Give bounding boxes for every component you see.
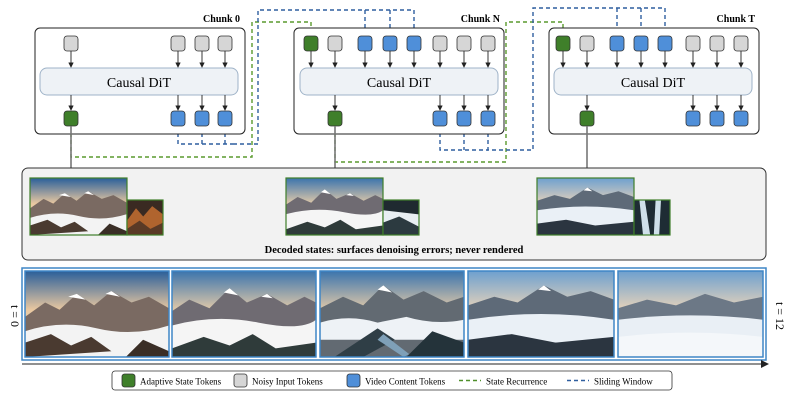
- output-token-0-1: [170, 110, 186, 127]
- decoded-thumbnail-n: [285, 177, 420, 236]
- chunk-n-panel: Chunk N Causal DiT: [293, 14, 505, 135]
- legend: Adaptive State Tokens Noisy Input Tokens V…: [111, 370, 673, 391]
- input-token-t-0: [555, 35, 571, 52]
- input-token-t-5: [685, 35, 701, 52]
- legend-label-1: Noisy Input Tokens: [252, 377, 323, 387]
- input-token-t-6: [709, 35, 725, 52]
- decoded-caption: Decoded states: surfaces denoising error…: [265, 245, 524, 256]
- output-frame-5: [617, 270, 764, 358]
- sliding-window-0-to-n: [233, 9, 419, 145]
- output-token-n-0: [327, 110, 343, 127]
- decoded-thumbnail-0: [29, 177, 164, 236]
- output-token-n-1: [432, 110, 448, 127]
- chunk-n-title: Chunk N: [461, 14, 501, 25]
- output-frame-2: [171, 270, 317, 358]
- legend-label-4: Sliding Window: [594, 377, 653, 387]
- input-token-n-3: [382, 35, 398, 52]
- decoded-states-panel: Decoded states: surfaces denoising error…: [21, 167, 767, 261]
- input-token-n-7: [480, 35, 496, 52]
- output-token-t-0: [579, 110, 595, 127]
- decoded-thumbnail-t: [536, 177, 671, 236]
- input-token-t-2: [609, 35, 625, 52]
- causal-dit-block-0: [39, 67, 239, 96]
- output-frame-3: [319, 270, 465, 358]
- causal-dit-block-n: [299, 67, 499, 96]
- input-token-0-2: [194, 35, 210, 52]
- input-token-n-1: [327, 35, 343, 52]
- input-token-0-3: [217, 35, 233, 52]
- output-token-t-1: [685, 110, 701, 127]
- causal-dit-label-n: Causal DiT: [367, 76, 432, 91]
- output-frame-1: [24, 270, 170, 358]
- input-token-t-7: [733, 35, 749, 52]
- time-start-label: t = 0: [8, 305, 22, 327]
- causal-dit-label-t: Causal DiT: [621, 76, 686, 91]
- sliding-window-n-to-t: [487, 7, 670, 151]
- chunk-0-panel: Chunk 0 Causal DiT: [34, 14, 246, 135]
- output-token-t-3: [733, 110, 749, 127]
- time-end-label: t = 12: [773, 302, 787, 330]
- chunk-t-panel: Chunk T Causal DiT: [548, 14, 760, 135]
- output-token-0-2: [194, 110, 210, 127]
- input-token-t-3: [633, 35, 649, 52]
- input-token-n-0: [303, 35, 319, 52]
- state-recurrence-0-to-n: [70, 21, 316, 158]
- causal-dit-block-t: [553, 67, 753, 96]
- legend-label-2: Video Content Tokens: [365, 377, 446, 387]
- legend-label-3: State Recurrence: [486, 377, 547, 387]
- legend-label-0: Adaptive State Tokens: [140, 377, 222, 387]
- chunk-t-title: Chunk T: [717, 14, 756, 25]
- legend-swatch-1: [233, 373, 248, 388]
- input-token-0-1: [170, 35, 186, 52]
- input-token-n-6: [456, 35, 472, 52]
- chunk-row: Chunk 0 Causal DiT Chunk N Causal DiT Ch…: [34, 14, 760, 135]
- input-token-t-1: [579, 35, 595, 52]
- output-frame-4: [467, 270, 615, 358]
- legend-swatch-0: [121, 373, 136, 388]
- input-token-n-5: [432, 35, 448, 52]
- output-token-n-3: [480, 110, 496, 127]
- input-token-n-4: [406, 35, 422, 52]
- sliding-window-0-a: [177, 126, 233, 145]
- input-token-0-0: [63, 35, 79, 52]
- output-token-0-3: [217, 110, 233, 127]
- legend-swatch-2: [346, 373, 361, 388]
- token-layer: [63, 35, 749, 180]
- causal-dit-label-0: Causal DiT: [107, 76, 172, 91]
- output-frames-strip: [21, 267, 767, 361]
- output-token-n-2: [456, 110, 472, 127]
- input-token-n-2: [357, 35, 373, 52]
- output-token-0-0: [63, 110, 79, 127]
- output-token-t-2: [709, 110, 725, 127]
- input-token-t-4: [657, 35, 673, 52]
- chunk-0-title: Chunk 0: [203, 14, 240, 25]
